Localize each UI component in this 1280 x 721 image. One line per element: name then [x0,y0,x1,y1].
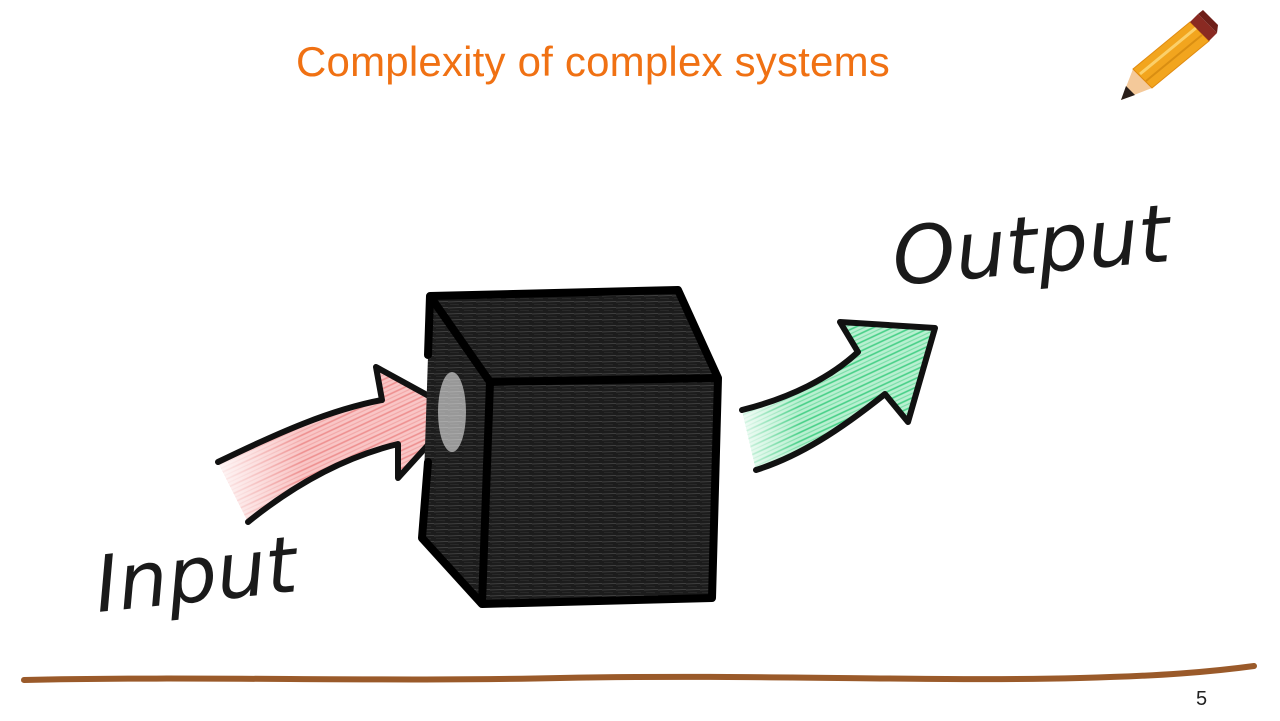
green-arrow-icon [739,319,938,473]
page-number: 5 [1196,688,1208,710]
black-box-cube-icon [418,286,722,608]
ground-line [21,663,1257,683]
input-label: Input [91,520,304,631]
output-label: Output [889,187,1177,304]
page-title: Complexity of complex systems [296,38,890,85]
pencil-icon [1121,10,1218,100]
